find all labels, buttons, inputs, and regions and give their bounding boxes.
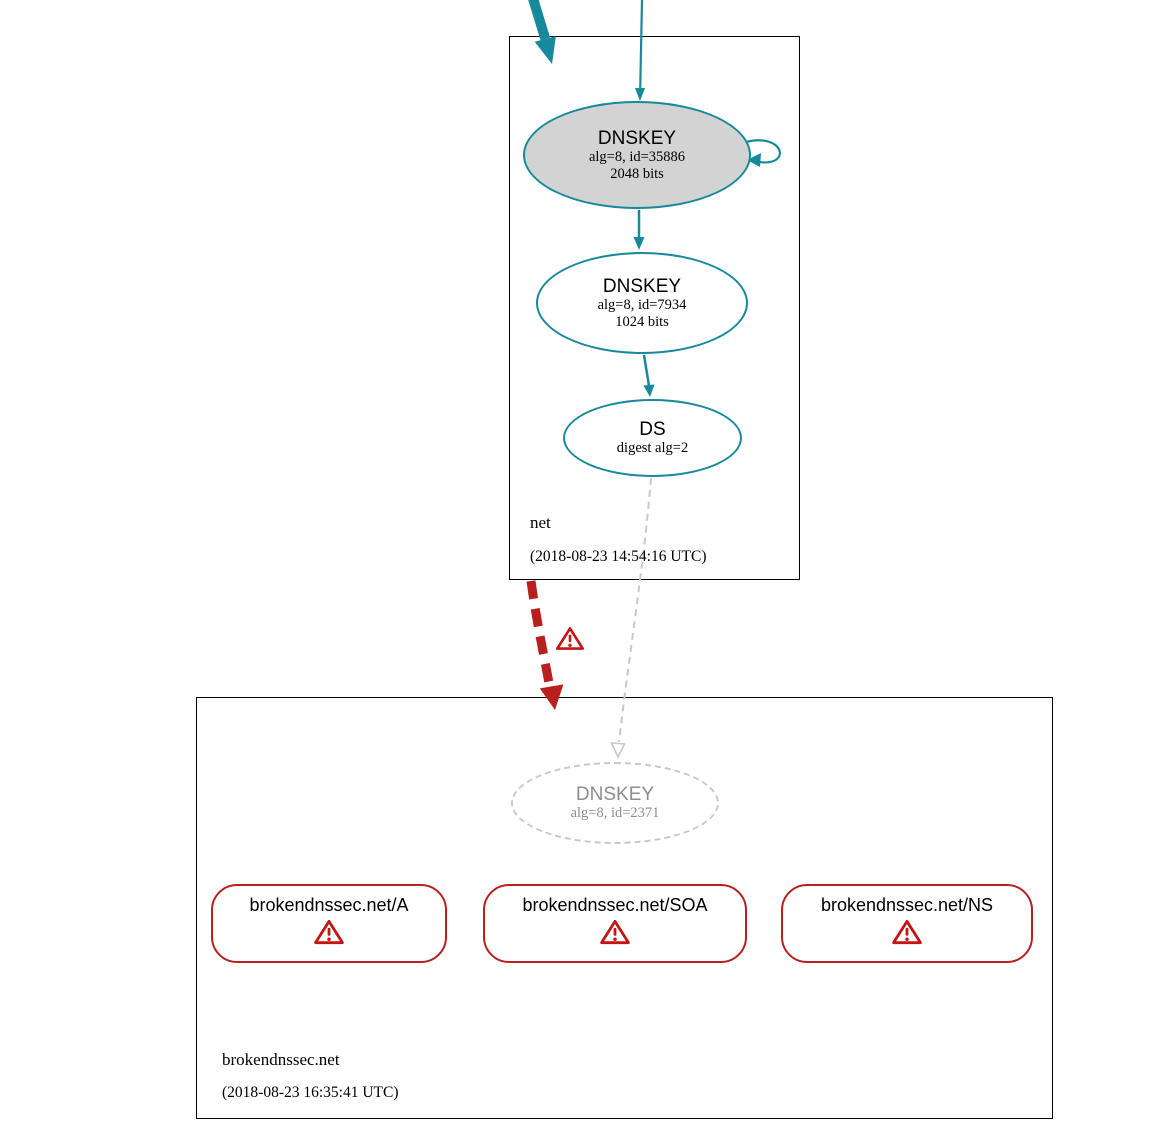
warning-icon [556, 627, 584, 650]
dnskey-ksk-node[interactable]: DNSKEY alg=8, id=35886 2048 bits [523, 101, 751, 209]
node-detail: alg=8, id=2371 [570, 805, 660, 821]
node-detail: digest alg=2 [616, 440, 689, 456]
rrset-label: brokendnssec.net/NS [820, 895, 994, 915]
node-title: DNSKEY [602, 275, 682, 297]
node-title: DNSKEY [597, 127, 677, 149]
node-bits: 2048 bits [610, 165, 664, 182]
node-bits: 1024 bits [615, 313, 669, 330]
rrset-soa-node[interactable]: brokendnssec.net/SOA [483, 884, 747, 963]
ds-node[interactable]: DS digest alg=2 [563, 399, 742, 477]
zone-label-net: net [530, 513, 551, 532]
node-title: DS [639, 419, 666, 440]
rrset-label: brokendnssec.net/SOA [522, 895, 708, 915]
warning-icon [600, 919, 630, 945]
zone-box-net [509, 36, 800, 580]
dnskey-zsk-node[interactable]: DNSKEY alg=8, id=7934 1024 bits [536, 252, 748, 354]
zone-timestamp-brokendnssec: (2018-08-23 16:35:41 UTC) [222, 1084, 399, 1101]
warning-icon [314, 919, 344, 945]
zone-label-brokendnssec: brokendnssec.net [222, 1050, 340, 1069]
node-title: DNSKEY [575, 784, 655, 805]
rrset-label: brokendnssec.net/A [249, 895, 409, 915]
node-detail: alg=8, id=7934 [597, 296, 687, 313]
dnskey-broken-node[interactable]: DNSKEY alg=8, id=2371 [511, 762, 719, 844]
rrset-ns-node[interactable]: brokendnssec.net/NS [781, 884, 1033, 963]
warning-icon [892, 919, 922, 945]
edge-bogus-delegation [526, 580, 584, 710]
rrset-a-node[interactable]: brokendnssec.net/A [211, 884, 447, 963]
node-detail: alg=8, id=35886 [588, 148, 686, 165]
zone-timestamp-net: (2018-08-23 14:54:16 UTC) [530, 548, 707, 565]
